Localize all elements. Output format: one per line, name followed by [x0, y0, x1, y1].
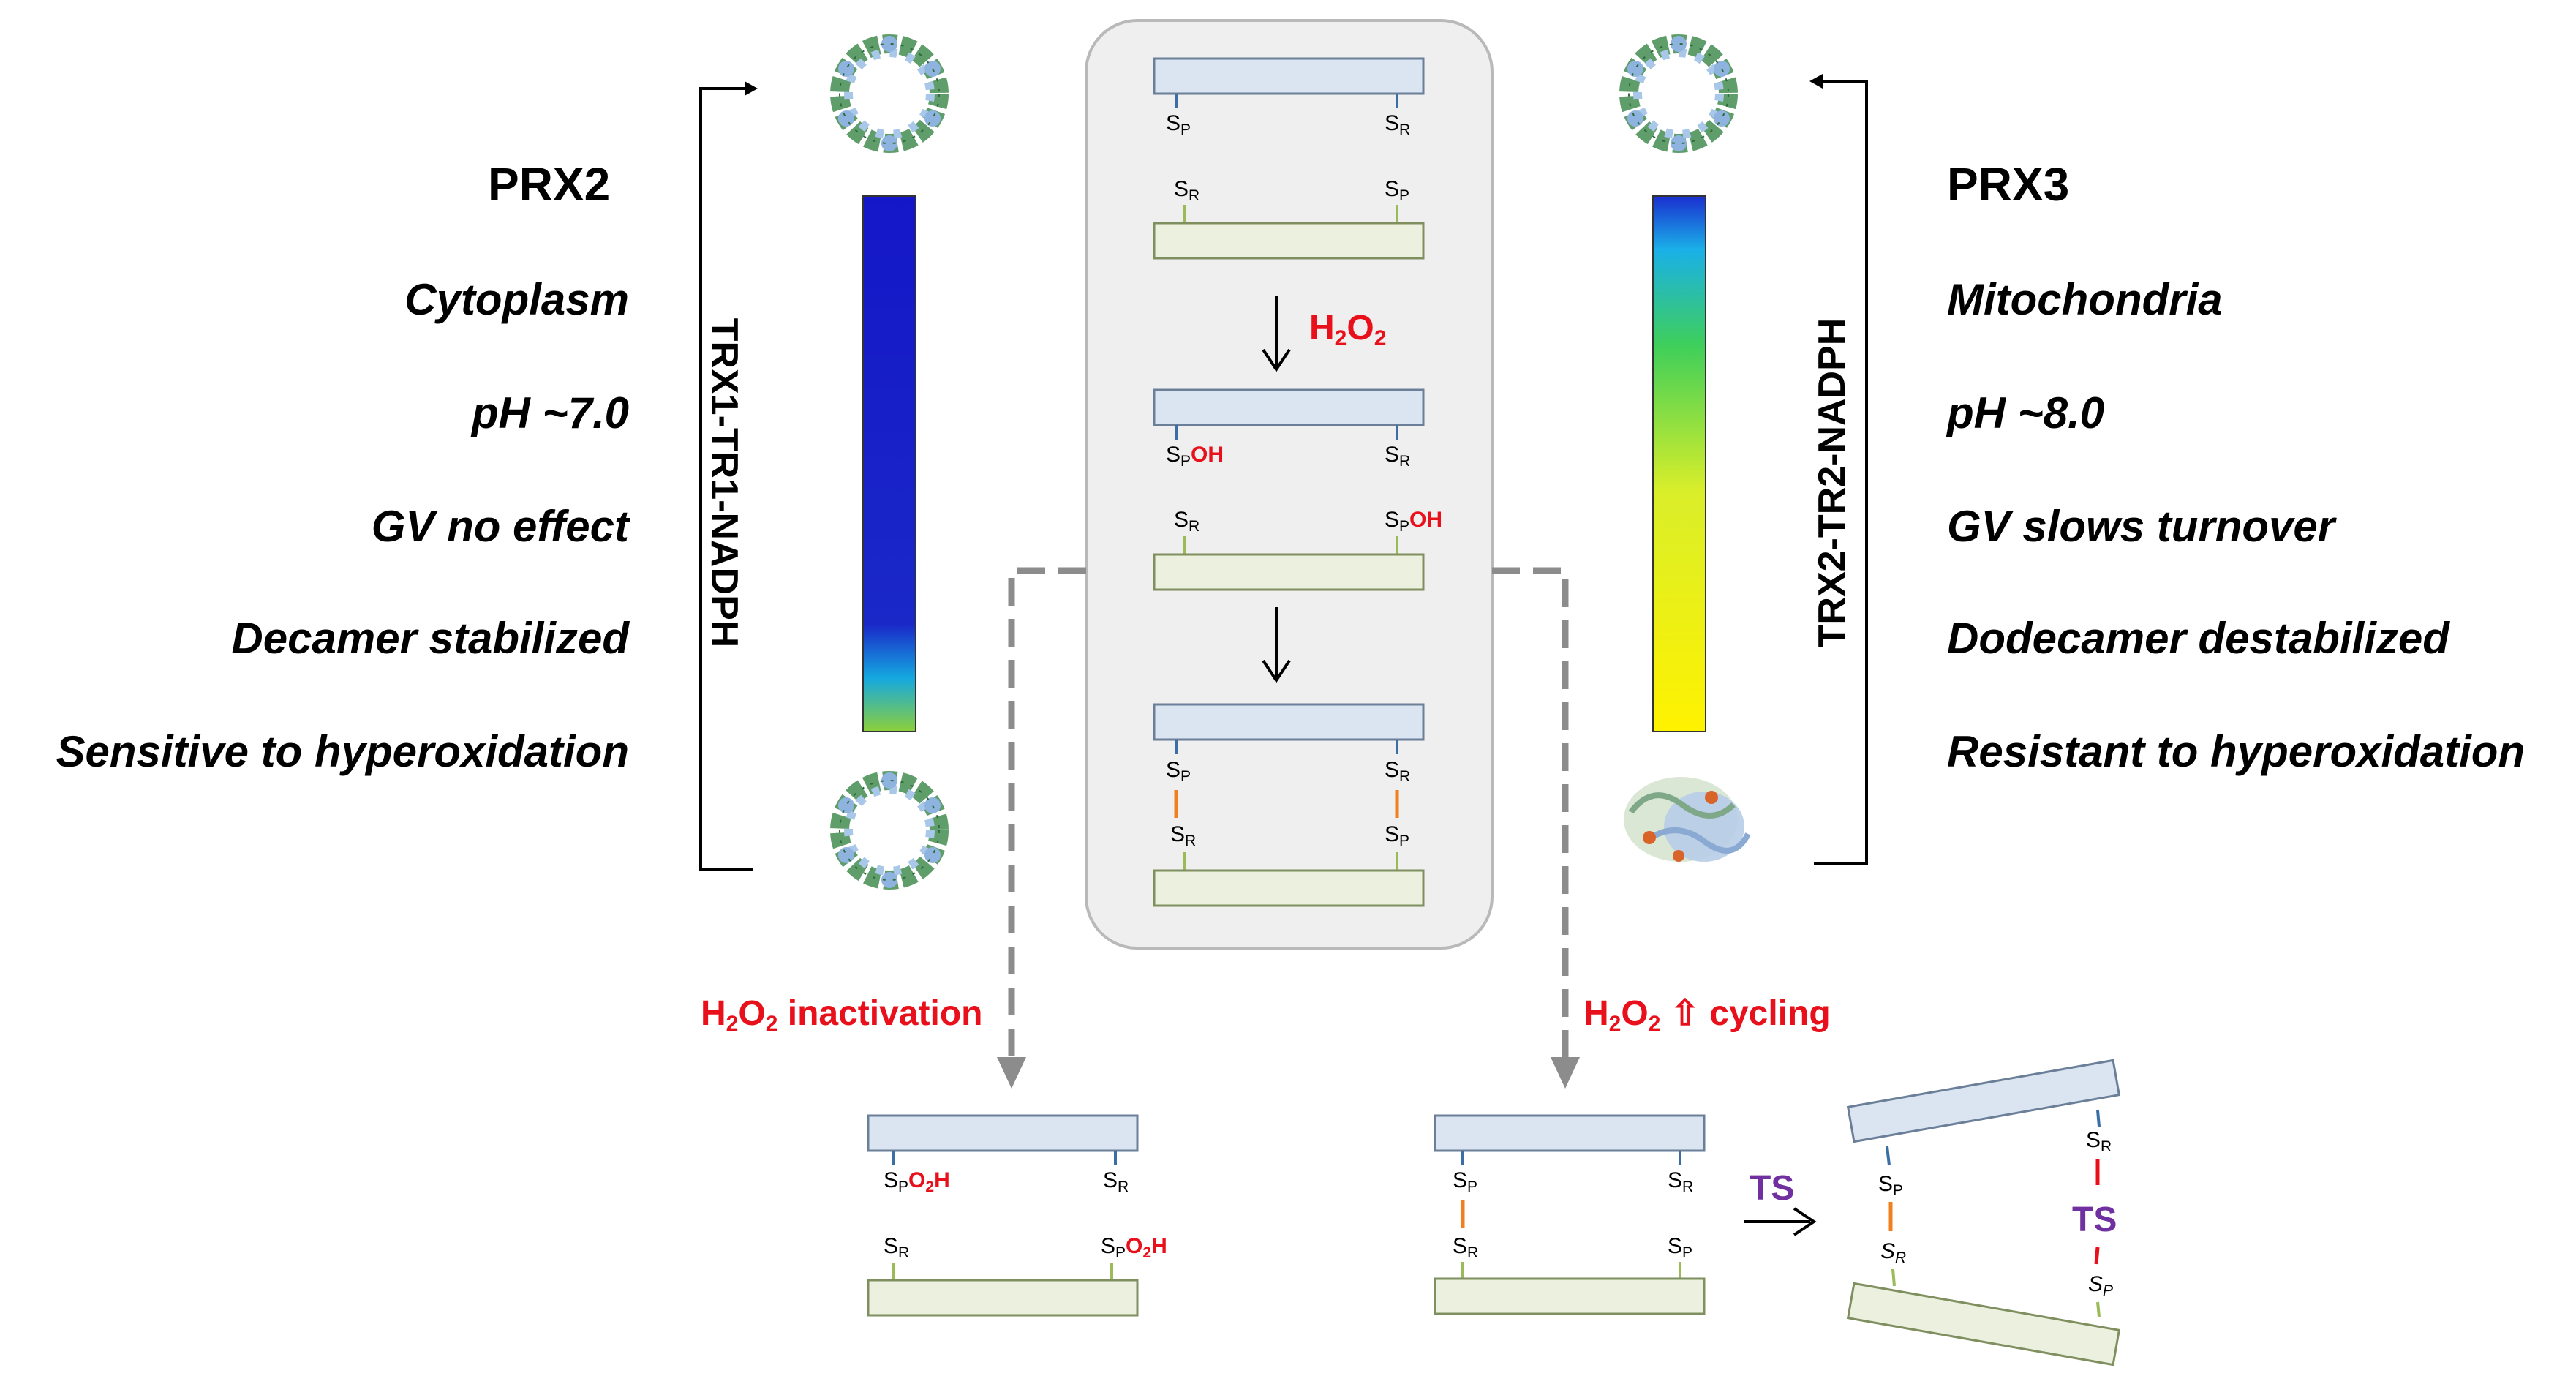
prx2-location: Cytoplasm: [404, 275, 629, 324]
site-label-sr: SR: [1385, 758, 1410, 785]
h2o2-label: H2O2: [1309, 309, 1387, 350]
site-label-sr: SR: [1174, 508, 1200, 535]
site-label-sp-o2h: SPO2H: [1101, 1234, 1167, 1261]
cys-stem: [2096, 1301, 2101, 1317]
cycling-dashed-arrow: [1492, 567, 1580, 1089]
site-label-sr: SR: [1880, 1239, 1906, 1266]
prx2-decamer-bottom-icon: [838, 772, 941, 888]
ts-label-arrow: TS: [1750, 1169, 1794, 1208]
subunit-top-state3: [1153, 703, 1425, 741]
prx3-dimer-icon: [1624, 777, 1751, 862]
resolution-arrow: [1262, 607, 1291, 683]
site-label-sr: SR: [2086, 1128, 2112, 1155]
site-label-sr: SR: [1668, 1168, 1693, 1195]
site-label-sp: SP: [1385, 177, 1409, 204]
ts-label-bond: TS: [2072, 1200, 2117, 1239]
prx3-dodecamer-icon: [1627, 36, 1730, 151]
site-label-sp: SP: [1385, 822, 1409, 849]
prx3-gv-effect: GV slows turnover: [1947, 502, 2335, 551]
site-label-sr: SR: [1170, 822, 1196, 849]
prx3-bracket-arrowhead: [1809, 74, 1823, 89]
h2o2-cycling-label: H2O2 ⇧ cycling: [1583, 994, 1831, 1036]
site-label-sp-oh: SPOH: [1166, 443, 1224, 470]
prx2-ph: pH ~7.0: [471, 388, 629, 437]
site-label-sp: SP: [1878, 1172, 1903, 1199]
prx2-title: PRX2: [488, 158, 611, 211]
subunit-top-cycling: [1434, 1114, 1706, 1152]
subunit-top-hyperoxidized: [867, 1114, 1139, 1152]
site-label-sp-o2h: SPO2H: [884, 1168, 950, 1195]
site-label-sr: SR: [1385, 111, 1410, 138]
subunit-top-state2: [1153, 388, 1425, 426]
prx3-bracket: [1814, 80, 1868, 865]
site-label-sp: SP: [1166, 111, 1191, 138]
prx2-hyperoxidation: Sensitive to hyperoxidation: [56, 727, 630, 776]
site-label-sp: SP: [2088, 1272, 2113, 1299]
prx3-location: Mitochondria: [1947, 275, 2223, 324]
prx2-bracket: [699, 87, 753, 871]
site-label-sp-oh: SPOH: [1385, 508, 1442, 535]
prx3-oligomer: Dodecamer destabilized: [1947, 614, 2449, 663]
h2o2-reaction-arrow: [1262, 296, 1291, 372]
prx3-gradient-bar: [1652, 195, 1706, 732]
site-label-sp: SP: [1453, 1168, 1477, 1195]
cys-stem: [2096, 1110, 2101, 1127]
prx2-decamer-top-icon: [838, 36, 941, 151]
site-label-sr: SR: [1453, 1234, 1478, 1261]
prx2-gradient-bar: [862, 195, 916, 732]
prx3-title: PRX3: [1947, 158, 2070, 211]
site-label-sr: SR: [884, 1234, 909, 1261]
site-label-sp: SP: [1166, 758, 1191, 785]
ts-arrow: [1744, 1207, 1817, 1236]
cys-stem: [1891, 1268, 1896, 1287]
subunit-bottom-state2: [1153, 553, 1425, 591]
subunit-top-state1: [1153, 57, 1425, 95]
ts-bond-lower: [2094, 1247, 2100, 1265]
prx3-hyperoxidation: Resistant to hyperoxidation: [1947, 727, 2526, 776]
prx3-ph: pH ~8.0: [1947, 388, 2105, 437]
site-label-sp: SP: [1668, 1234, 1692, 1261]
site-label-sr: SR: [1385, 443, 1410, 470]
subunit-bottom-state3: [1153, 869, 1425, 907]
prx2-bracket-arrowhead: [745, 81, 758, 96]
subunit-top-ts: [1846, 1059, 2121, 1143]
prx2-oligomer: Decamer stabilized: [231, 614, 629, 663]
subunit-bottom-state1: [1153, 222, 1425, 260]
subunit-bottom-hyperoxidized: [867, 1279, 1139, 1317]
prx2-gv-effect: GV no effect: [371, 502, 629, 551]
inactivation-dashed-arrow: [997, 567, 1086, 1089]
site-label-sr: SR: [1174, 177, 1200, 204]
subunit-bottom-cycling: [1434, 1277, 1706, 1315]
cys-stem: [1886, 1146, 1891, 1166]
h2o2-inactivation-label: H2O2 inactivation: [701, 994, 983, 1036]
subunit-bottom-ts: [1846, 1282, 2121, 1366]
catalytic-cycle-panel: [1085, 19, 1494, 950]
site-label-sr: SR: [1103, 1168, 1129, 1195]
